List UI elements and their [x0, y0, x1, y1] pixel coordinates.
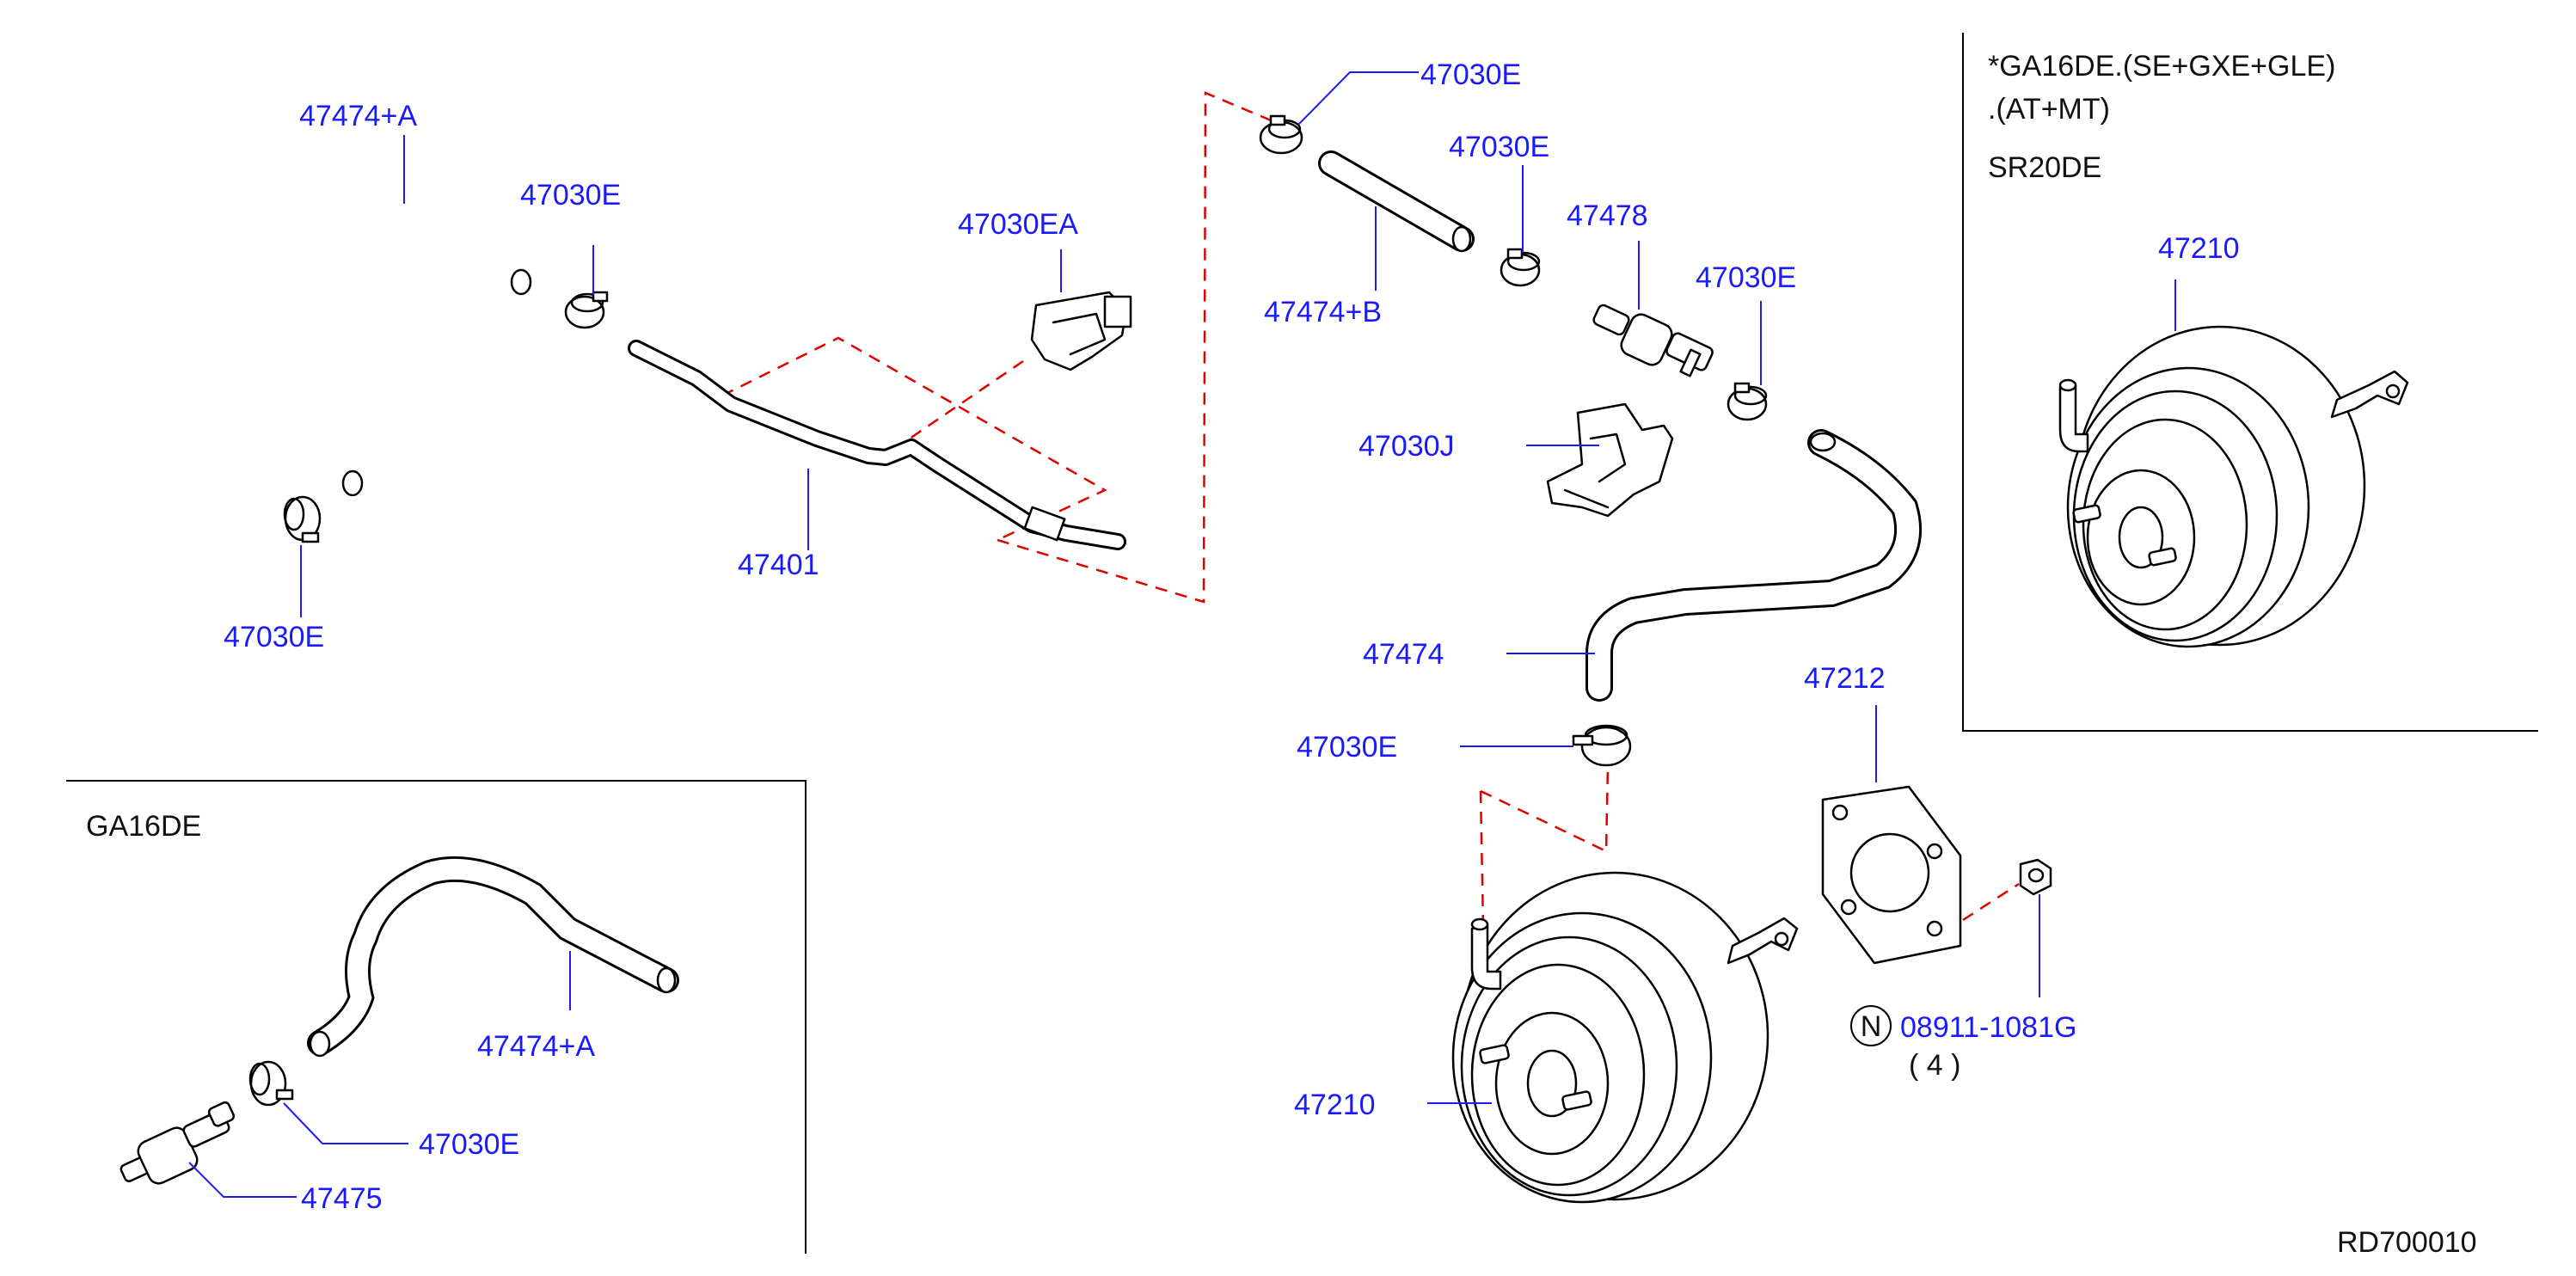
nut-symbol: N — [1850, 1005, 1892, 1046]
clamp-icon — [1727, 382, 1768, 421]
label-47030e: 47030E — [1297, 731, 1397, 764]
label-47478: 47478 — [1567, 199, 1648, 232]
label-47030ea: 47030EA — [958, 208, 1078, 241]
label-nut-part-number: 08911-1081G — [1900, 1011, 2076, 1044]
inset-hose-47474-a — [307, 856, 679, 1058]
label-47030e: 47030E — [1696, 261, 1796, 294]
diagram-code: RD700010 — [2337, 1226, 2477, 1259]
inset-valve-47475 — [120, 1101, 236, 1185]
label-47030j: 47030J — [1359, 430, 1455, 463]
hose-47474-b — [1318, 150, 1475, 253]
gasket-47212 — [1821, 785, 1962, 965]
label-47474-a: 47474+A — [299, 100, 417, 132]
booster-47210-main — [1451, 871, 1799, 1204]
hose-47474 — [1585, 429, 1923, 702]
label-47030e: 47030E — [1420, 58, 1521, 91]
label-47030e: 47030E — [1449, 131, 1549, 163]
clip-47030ea — [1030, 291, 1132, 371]
leader-lines — [188, 71, 2176, 1198]
label-47474-b: 47474+B — [1264, 296, 1382, 328]
clamp-icon — [1259, 114, 1303, 155]
valve-47478 — [1592, 304, 1714, 377]
clamp-icon — [283, 495, 322, 543]
label-inset-47030e: 47030E — [419, 1128, 519, 1161]
label-47210: 47210 — [2158, 232, 2240, 265]
nut-icon — [2019, 858, 2052, 896]
tube-47401 — [628, 340, 1126, 550]
hose-47474-a — [300, 195, 532, 497]
note-ga16de: GA16DE — [86, 810, 201, 843]
label-47210: 47210 — [1294, 1089, 1376, 1121]
variant-notes: *GA16DE.(SE+GXE+GLE) .(AT+MT) SR20DE GA1… — [86, 50, 2335, 843]
note-sr20de: SR20DE — [1988, 151, 2101, 184]
sr20de-frame — [1962, 33, 2538, 732]
clip-47030j — [1546, 402, 1674, 518]
clamp-icon — [248, 1060, 294, 1107]
label-47030e: 47030E — [520, 179, 621, 212]
note-transmission: .(AT+MT) — [1988, 93, 2110, 126]
label-47474: 47474 — [1363, 638, 1444, 671]
part-labels: 47474+A 47030E 47030E 47401 47030EA 4703… — [224, 58, 2477, 1259]
clamp-icon — [1500, 248, 1541, 287]
inset-frames — [66, 33, 2538, 1254]
booster-47210-inset — [2058, 325, 2409, 648]
label-47212: 47212 — [1804, 662, 1886, 695]
nut-symbol-letter: N — [1861, 1010, 1882, 1043]
label-inset-47474-a: 47474+A — [477, 1030, 595, 1063]
label-nut-quantity: ( 4 ) — [1909, 1049, 1960, 1082]
clamp-icon — [564, 291, 609, 329]
clamp-icon — [1572, 724, 1632, 767]
label-47030e: 47030E — [224, 621, 324, 653]
note-ga16de-variant: *GA16DE.(SE+GXE+GLE) — [1988, 50, 2335, 83]
ga16de-frame — [66, 780, 807, 1254]
label-inset-47475: 47475 — [301, 1182, 383, 1215]
label-47401: 47401 — [738, 549, 819, 581]
